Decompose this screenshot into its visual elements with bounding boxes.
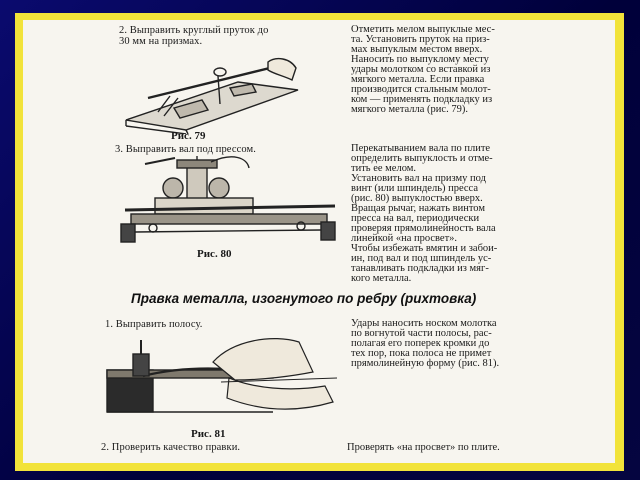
figure-79-illustration xyxy=(125,57,299,134)
step-1-strip: 1. Выправить полосу. xyxy=(105,319,203,330)
document-page: 2. Выправить круглый пруток до 30 мм на … xyxy=(23,20,615,463)
figure-80-illustration xyxy=(120,156,336,243)
figure-79-caption: Рис. 79 xyxy=(171,130,206,142)
figure-81-caption: Рис. 81 xyxy=(191,428,226,440)
step-2-rod: 2. Выправить круглый пруток до xyxy=(119,25,269,36)
step-2-check: 2. Проверить качество правки. xyxy=(101,442,241,453)
figure-81-illustration xyxy=(106,338,338,413)
check-instructions: Проверять «на просвет» по плите. xyxy=(347,442,500,453)
figure-80-caption: Рис. 80 xyxy=(197,248,232,260)
step-2-rod-cont: 30 мм на призмах. xyxy=(119,36,203,47)
step-3-shaft: 3. Выправить вал под прессом. xyxy=(115,144,256,155)
section-heading: Правка металла, изогнутого по ребру (рих… xyxy=(131,291,477,306)
